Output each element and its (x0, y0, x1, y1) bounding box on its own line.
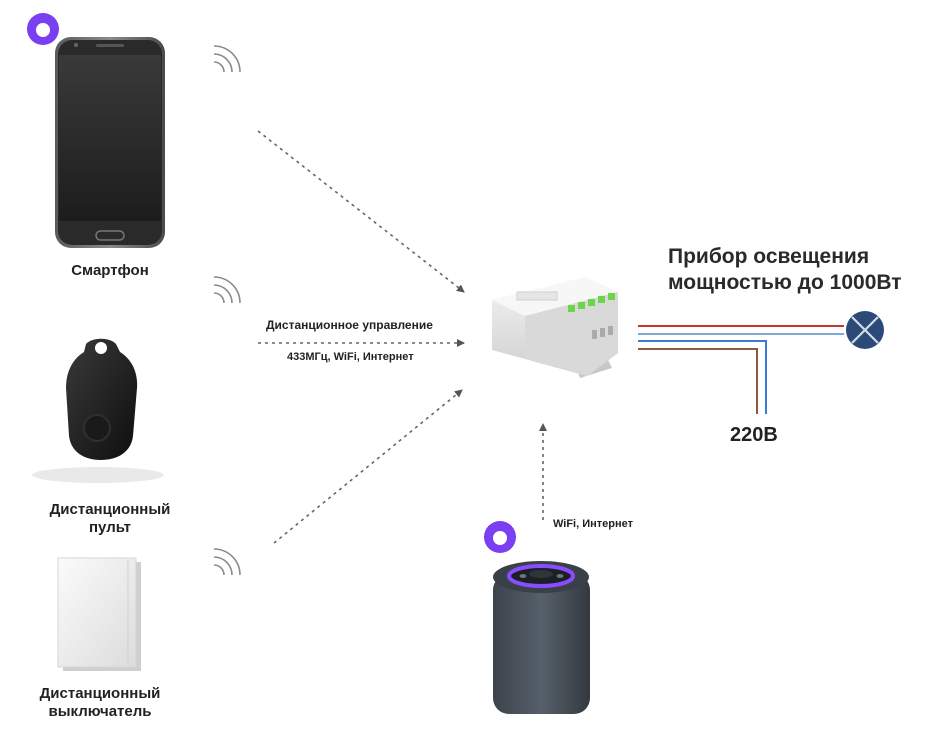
signal-arrow-smartphone (257, 130, 465, 293)
signal-arrow-switch (273, 389, 463, 544)
smartphone-label: Смартфон (40, 262, 180, 280)
wifi-signal-icon (213, 45, 241, 73)
speaker-connection-label: WiFi, Интернет (553, 518, 634, 530)
wall-switch-label-line1: Дистанционный (39, 685, 161, 702)
remote-label-line2: пульт (89, 519, 131, 536)
remote-fob-image (32, 338, 164, 483)
remote-label: Дистанционный пульт (20, 501, 200, 537)
alice-logo-icon (484, 521, 516, 553)
remote-label-line1: Дистанционный (49, 501, 171, 518)
lamp-symbol-icon (846, 311, 884, 349)
lamp-title-line1: Прибор освещения (668, 245, 870, 268)
wiring (638, 325, 844, 414)
wall-switch-image (57, 557, 141, 671)
wall-switch-label: Дистанционный выключатель (10, 685, 190, 721)
alice-logo-icon (27, 13, 59, 45)
wifi-signal-icon (213, 548, 241, 576)
relay-module-image (492, 277, 618, 378)
lamp-title-line2: мощностью до 1000Вт (668, 271, 902, 294)
smartphone-label-text: Смартфон (71, 262, 149, 279)
smartphone-image (55, 37, 165, 248)
lamp-title: Прибор освещения мощностью до 1000Вт (668, 244, 948, 296)
wifi-signal-icon (213, 276, 241, 304)
signal-subtitle: 433МГц, WiFi, Интернет (287, 351, 414, 363)
smart-speaker-image (493, 561, 590, 714)
signal-title: Дистанционное управление (266, 318, 433, 332)
wall-switch-label-line2: выключатель (48, 703, 152, 720)
power-label: 220В (730, 424, 778, 446)
